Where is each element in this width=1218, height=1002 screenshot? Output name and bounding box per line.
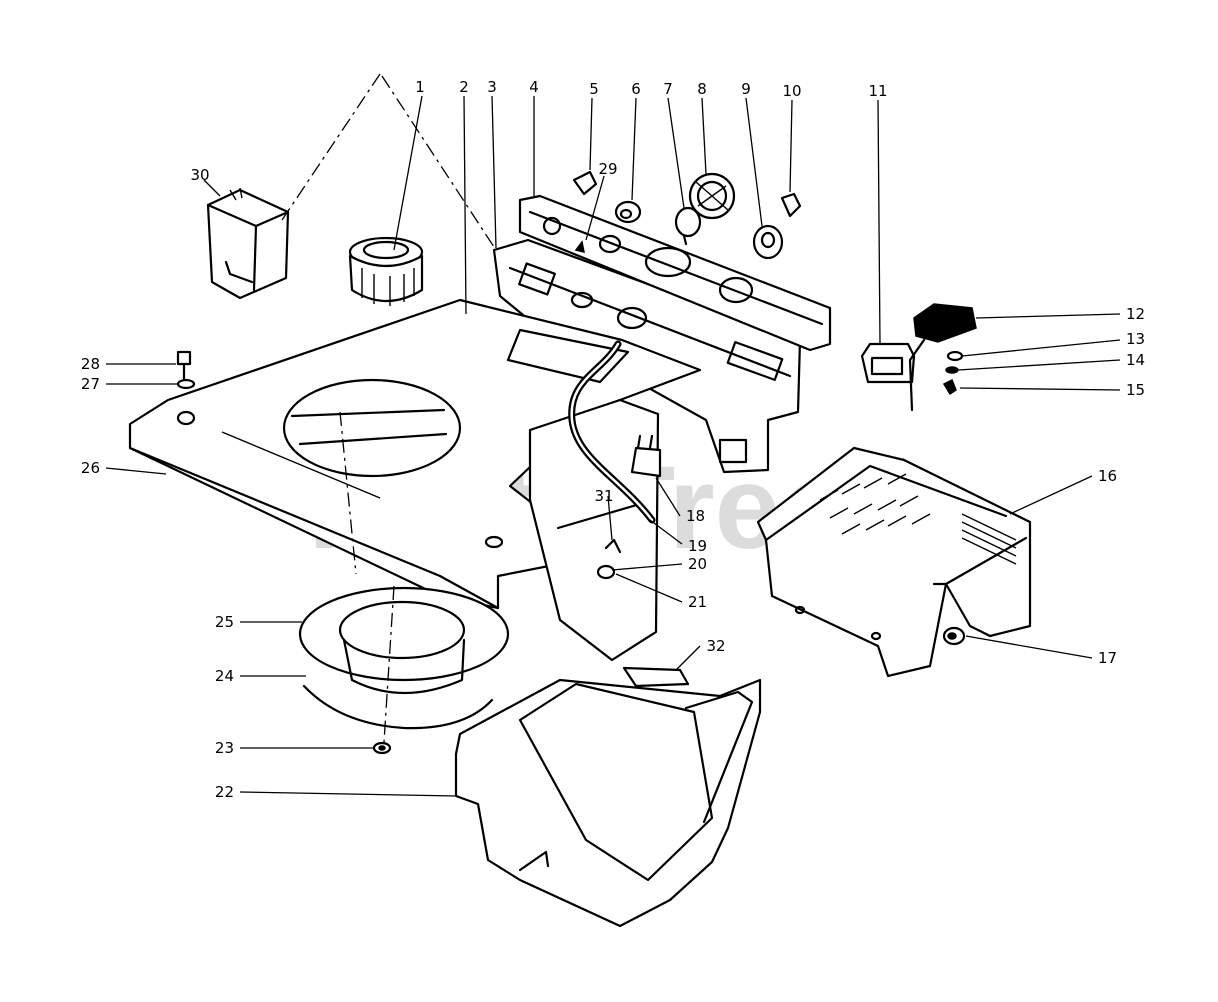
part-8-ignition (688, 172, 736, 220)
part-1-fuel-cap (348, 236, 424, 306)
part-23-screw (372, 741, 392, 755)
label-29: 29 (598, 160, 617, 178)
part-24-gasket (302, 684, 494, 730)
label-18: 18 (686, 507, 705, 525)
label-28: 28 (81, 355, 100, 373)
label-3: 3 (487, 78, 497, 96)
label-2: 2 (459, 78, 469, 96)
label-24: 24 (215, 667, 234, 685)
part-30-relay-box (206, 187, 290, 300)
part-number-labels: 1 2 3 4 5 6 7 8 9 10 11 12 13 14 15 16 1… (81, 78, 1145, 801)
label-30: 30 (190, 166, 209, 184)
label-23: 23 (215, 739, 234, 757)
label-7: 7 (663, 80, 673, 98)
label-27: 27 (81, 375, 100, 393)
part-6-knob (614, 200, 642, 224)
part-18-connector (630, 434, 662, 478)
label-9: 9 (741, 80, 751, 98)
part-10-knob (780, 192, 802, 218)
label-10: 10 (782, 82, 801, 100)
label-15: 15 (1126, 381, 1145, 399)
part-9-switch (752, 224, 784, 260)
label-26: 26 (81, 459, 100, 477)
part-12-plug (908, 303, 977, 412)
part-17-bolt (942, 626, 966, 646)
label-13: 13 (1126, 330, 1145, 348)
label-6: 6 (631, 80, 641, 98)
guide-lines (281, 73, 497, 743)
part-5-knob (572, 170, 598, 196)
part-13-washer (946, 350, 964, 362)
label-32: 32 (706, 637, 725, 655)
part-22-chute-housing (454, 678, 762, 928)
label-22: 22 (215, 783, 234, 801)
leader-lines (105, 95, 1121, 797)
label-4: 4 (529, 78, 539, 96)
part-4-dash-panel (518, 194, 832, 352)
part-25-ring (298, 586, 510, 694)
label-19: 19 (688, 537, 707, 555)
label-20: 20 (688, 555, 707, 573)
part-20-nut (596, 564, 616, 580)
part-11-socket (860, 342, 916, 384)
label-11: 11 (868, 82, 887, 100)
part-14-lockwasher (945, 366, 959, 374)
part-7-switch (674, 206, 702, 246)
part-21-bracket (528, 398, 660, 662)
part-27-washer (176, 378, 196, 390)
label-8: 8 (697, 80, 707, 98)
label-16: 16 (1098, 467, 1117, 485)
label-14: 14 (1126, 351, 1145, 369)
part-19-tube (568, 340, 656, 524)
part-16-engine-cover (756, 446, 1032, 678)
label-31: 31 (594, 487, 613, 505)
label-17: 17 (1098, 649, 1117, 667)
part-29-screw (574, 240, 585, 254)
label-21: 21 (688, 593, 707, 611)
part-32-label (622, 666, 690, 688)
part-28-bolt (176, 350, 192, 382)
part-31-clip (604, 538, 622, 554)
label-12: 12 (1126, 305, 1145, 323)
label-1: 1 (415, 78, 425, 96)
part-15-screw (942, 378, 957, 396)
label-5: 5 (589, 80, 599, 98)
label-25: 25 (215, 613, 234, 631)
